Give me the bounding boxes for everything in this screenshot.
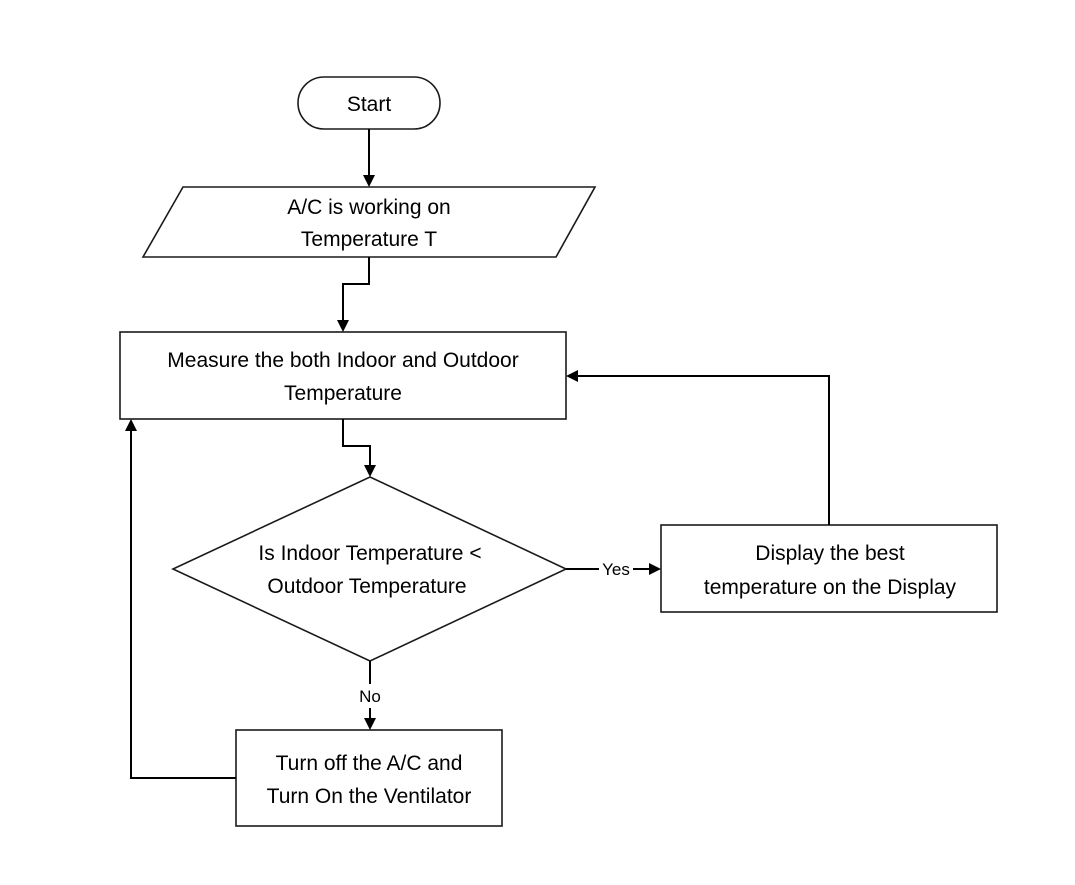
- arrowhead-down-icon: [364, 465, 376, 477]
- arrowhead-down-icon: [337, 320, 349, 332]
- decision-node: Is Indoor Temperature < Outdoor Temperat…: [171, 476, 568, 662]
- input-node: A/C is working on Temperature T: [141, 186, 597, 258]
- display-node-label-line-2: temperature on the Display: [704, 576, 957, 599]
- turnoff-node-label-line-1: Turn off the A/C and: [276, 752, 463, 775]
- measure-node-label-line-2: Temperature: [284, 382, 402, 405]
- edge-start-to-input: [363, 129, 375, 187]
- start-node: Start: [297, 76, 441, 130]
- decision-node-label-line-2: Outdoor Temperature: [267, 575, 466, 598]
- measure-node-label-line-1: Measure the both Indoor and Outdoor: [167, 349, 518, 372]
- decision-node-label-line-1: Is Indoor Temperature <: [258, 542, 481, 565]
- yes-edge-label: Yes: [602, 560, 630, 579]
- input-node-label-line-1: A/C is working on: [287, 196, 450, 219]
- edge-measure-to-decision: [342, 419, 376, 477]
- measure-process-shape: [119, 331, 567, 420]
- edge-input-to-measure: [337, 257, 370, 332]
- arrowhead-right-icon: [649, 563, 661, 575]
- edge-turnoff-to-measure: [125, 419, 236, 779]
- arrowhead-down-icon: [363, 175, 375, 187]
- turnoff-node-label-line-2: Turn On the Ventilator: [267, 785, 472, 808]
- display-process-shape: [660, 524, 998, 613]
- display-node: Display the best temperature on the Disp…: [660, 524, 998, 613]
- connector-line: [342, 257, 370, 321]
- measure-node: Measure the both Indoor and Outdoor Temp…: [119, 331, 567, 420]
- decision-diamond-shape: [171, 476, 568, 662]
- display-node-label-line-1: Display the best: [755, 542, 905, 565]
- connector-line: [577, 375, 830, 525]
- edge-decision-to-display: Yes: [566, 558, 661, 580]
- input-parallelogram-shape: [141, 186, 597, 258]
- turnoff-process-shape: [235, 729, 503, 827]
- no-edge-label: No: [359, 687, 381, 706]
- arrowhead-left-icon: [566, 370, 578, 382]
- edge-decision-to-turnoff: No: [354, 661, 386, 730]
- turnoff-node: Turn off the A/C and Turn On the Ventila…: [235, 729, 503, 827]
- edge-display-to-measure: [566, 370, 830, 525]
- arrowhead-up-icon: [125, 419, 137, 431]
- connector-line: [342, 419, 371, 466]
- connector-line: [130, 430, 236, 779]
- arrowhead-down-icon: [364, 718, 376, 730]
- start-node-label: Start: [347, 93, 392, 116]
- input-node-label-line-2: Temperature T: [301, 228, 437, 251]
